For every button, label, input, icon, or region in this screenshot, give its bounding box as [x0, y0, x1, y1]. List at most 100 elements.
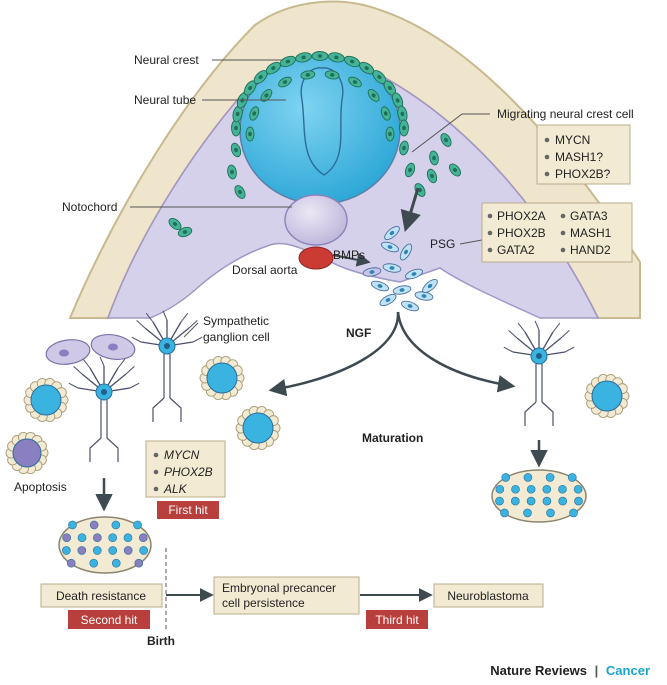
crest-cell [359, 61, 375, 75]
tumor-cell-dot [77, 546, 87, 555]
tumor-cell-dot [511, 484, 520, 494]
psg-cell [379, 293, 397, 307]
crest-cell [230, 142, 242, 158]
label-neural-crest: Neural crest [134, 53, 199, 67]
gene-phox2a: PHOX2A [497, 209, 546, 223]
crest-cell [249, 106, 260, 121]
satellite-cluster [199, 355, 245, 401]
label-neural-tube: Neural tube [134, 93, 196, 107]
crest-cell [367, 89, 380, 102]
psg-cell [370, 280, 390, 292]
psg-gene-box: PHOX2A PHOX2B GATA2 GATA3 MASH1 HAND2 [481, 202, 633, 263]
crest-cell [385, 126, 395, 142]
second-hit-badge: Second hit [68, 610, 150, 629]
crest-cell [404, 162, 416, 178]
crest-cell [279, 55, 296, 68]
svg-text:First hit: First hit [168, 503, 208, 517]
label-migrating-cell: Migrating neural crest cell [497, 107, 634, 121]
right-cell-cluster [584, 373, 630, 419]
crest-cell [168, 217, 182, 231]
crest-cell [429, 150, 439, 166]
tumor-cell-dot [138, 533, 148, 543]
neural-crest-cells [168, 51, 462, 238]
gene-mycn-italic: MYCN [164, 448, 200, 462]
crest-cell [243, 80, 257, 96]
gene-phox2b-italic: PHOX2B [164, 465, 213, 479]
tumor-cell-dot [123, 546, 133, 555]
gene-alk-italic: ALK [163, 482, 188, 496]
tumor-cell-dot [569, 508, 578, 518]
svg-text:Neuroblastoma: Neuroblastoma [447, 589, 529, 603]
crest-cell [265, 61, 281, 75]
third-hit-badge: Third hit [366, 610, 428, 629]
satellite-cluster [235, 405, 281, 451]
dorsal-aorta [298, 246, 334, 270]
crest-cell [234, 185, 246, 199]
psg-cell [399, 243, 413, 261]
footer-journal: Nature Reviews [490, 663, 587, 678]
label-apoptosis: Apoptosis [14, 480, 67, 494]
crest-cell [399, 119, 409, 137]
callout-lines [130, 59, 490, 245]
crest-cell [300, 70, 316, 80]
psg-cells [362, 263, 438, 312]
migrating-gene-box: MYCN MASH1? PHOX2B? [536, 124, 631, 185]
crest-cell [260, 89, 273, 102]
first-hit-gene-box: MYCN PHOX2B ALK [145, 440, 226, 498]
svg-text:Death resistance: Death resistance [56, 589, 146, 603]
gene-phox2b-q: PHOX2B? [555, 167, 611, 181]
svg-text:Embryonal precancer: Embryonal precancer [222, 581, 336, 595]
psg-cell [404, 268, 424, 280]
tumor-cell-dot [133, 520, 142, 530]
tumor-cell-dot [108, 533, 117, 543]
psg-cell [384, 226, 400, 240]
tumor-cell-dot [523, 508, 532, 518]
crest-cell [245, 126, 255, 142]
tumor-cell-dot [558, 484, 567, 494]
neuron [131, 310, 203, 422]
tumor-cell-dot [111, 558, 121, 568]
tumor-cell-dot [93, 533, 102, 543]
tumor-cell-dot [542, 484, 552, 494]
tumor-cell-dot [89, 520, 99, 530]
footer-separator: | [595, 663, 599, 678]
crest-cell [448, 163, 462, 177]
left-cell-cluster [5, 310, 281, 475]
notochord [284, 194, 348, 246]
tumor-cell-dot [62, 533, 72, 543]
neural-tube-lumen [300, 67, 344, 176]
crest-cell [380, 106, 391, 121]
gene-gata2: GATA2 [497, 243, 535, 257]
crest-cell [231, 119, 241, 137]
crest-cell [278, 76, 292, 88]
crest-cell [177, 226, 193, 238]
tumor-cell-dot [139, 546, 148, 555]
tumor-cell-dot [546, 508, 555, 518]
tumor-cell-dot [526, 484, 536, 494]
label-maturation: Maturation [362, 431, 423, 445]
bmps-arrow [332, 252, 371, 267]
label-birth: Birth [147, 634, 175, 648]
psg-cell [362, 267, 382, 277]
psg-cell [400, 300, 420, 312]
death-resistance-box: Death resistance [40, 583, 163, 608]
tumor-cell-dot [134, 558, 144, 568]
tumor-cell-dot [567, 473, 577, 482]
tumor-cell-dot [89, 558, 99, 568]
tumor-cell-dot [108, 546, 118, 555]
mature-cell-mass-right [491, 469, 587, 523]
crest-cell [324, 70, 340, 80]
crest-cell [399, 140, 409, 156]
tumor-cell-dot [573, 484, 583, 494]
label-bmps: BMPs [333, 248, 365, 262]
tumor-cell-dot [111, 520, 121, 530]
satellite-cluster [23, 377, 69, 423]
gene-gata3: GATA3 [570, 209, 608, 223]
migrating-cells [380, 226, 413, 261]
crest-cell [295, 52, 312, 63]
tumor-cell-dot [62, 546, 71, 555]
crest-cell [372, 70, 387, 85]
first-hit-badge: First hit [157, 501, 219, 519]
label-ngf: NGF [346, 326, 371, 340]
